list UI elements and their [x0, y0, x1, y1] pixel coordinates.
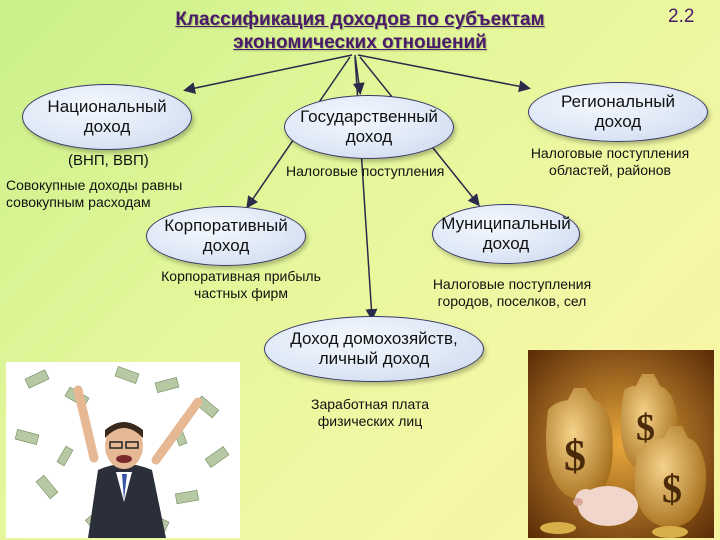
regional-note-line-2: областей, районов	[549, 162, 671, 178]
municipal-income-node: Муниципальный доход	[432, 204, 580, 264]
corporate-income-node: Корпоративный доход	[146, 206, 306, 266]
corporate-note-profit: Корпоративная прибыль частных фирм	[138, 268, 344, 302]
household-note-line-1: Заработная плата	[311, 396, 429, 412]
municipal-note-line-2: городов, поселков, сел	[437, 293, 587, 309]
municipal-income-label-1: Муниципальный	[441, 214, 571, 233]
municipal-income-label-2: доход	[482, 234, 530, 253]
national-note-gnp-gdp: (ВНП, ВВП)	[68, 152, 149, 169]
household-note-line-2: физических лиц	[317, 413, 423, 429]
national-note-line-2: совокупным расходам	[6, 194, 151, 210]
arrow-to-regional	[357, 54, 531, 93]
regional-note-line-1: Налоговые поступления	[530, 145, 690, 161]
corporate-income-label-1: Корпоративный	[164, 216, 288, 235]
municipal-note-tax: Налоговые поступления городов, поселков,…	[414, 276, 610, 310]
regional-income-node: Региональный доход	[528, 82, 708, 142]
svg-text:$: $	[662, 466, 682, 511]
national-income-node: Национальный доход	[22, 84, 192, 150]
title-line-2: экономических отношений	[233, 32, 487, 53]
national-income-label-2: доход	[83, 117, 131, 136]
regional-income-label-2: доход	[594, 112, 642, 131]
slide-number: 2.2	[668, 6, 695, 27]
corporate-income-label-2: доход	[202, 236, 250, 255]
state-note-tax: Налоговые поступления	[286, 163, 445, 179]
national-income-label-1: Национальный	[47, 97, 167, 116]
svg-text:$: $	[636, 407, 655, 449]
household-income-node: Доход домохозяйств, личный доход	[264, 316, 484, 382]
state-income-label-2: доход	[345, 127, 393, 146]
regional-income-label-1: Региональный	[561, 92, 675, 111]
corporate-note-line-2: частных фирм	[194, 285, 288, 301]
household-income-label-2: личный доход	[318, 349, 430, 368]
corporate-note-line-1: Корпоративная прибыль	[161, 268, 321, 284]
municipal-note-line-1: Налоговые поступления	[432, 276, 592, 292]
state-income-label-1: Государственный	[300, 107, 438, 126]
arrow-to-national	[183, 54, 353, 95]
household-income-label-1: Доход домохозяйств,	[290, 329, 458, 348]
national-note-line-1: Совокупные доходы равны	[6, 177, 183, 193]
money-bags-image: $ $ $	[528, 350, 714, 538]
slide-title: Классификация доходов по субъектам эконо…	[100, 8, 620, 54]
man-with-money-image	[6, 362, 240, 538]
household-note-salary: Заработная плата физических лиц	[280, 396, 460, 430]
title-line-1: Классификация доходов по субъектам	[175, 9, 545, 30]
svg-text:$: $	[564, 431, 586, 480]
state-income-node: Государственный доход	[284, 95, 454, 159]
regional-note-tax: Налоговые поступления областей, районов	[512, 145, 708, 179]
national-note-aggregate: Совокупные доходы равны совокупным расхо…	[6, 177, 182, 211]
